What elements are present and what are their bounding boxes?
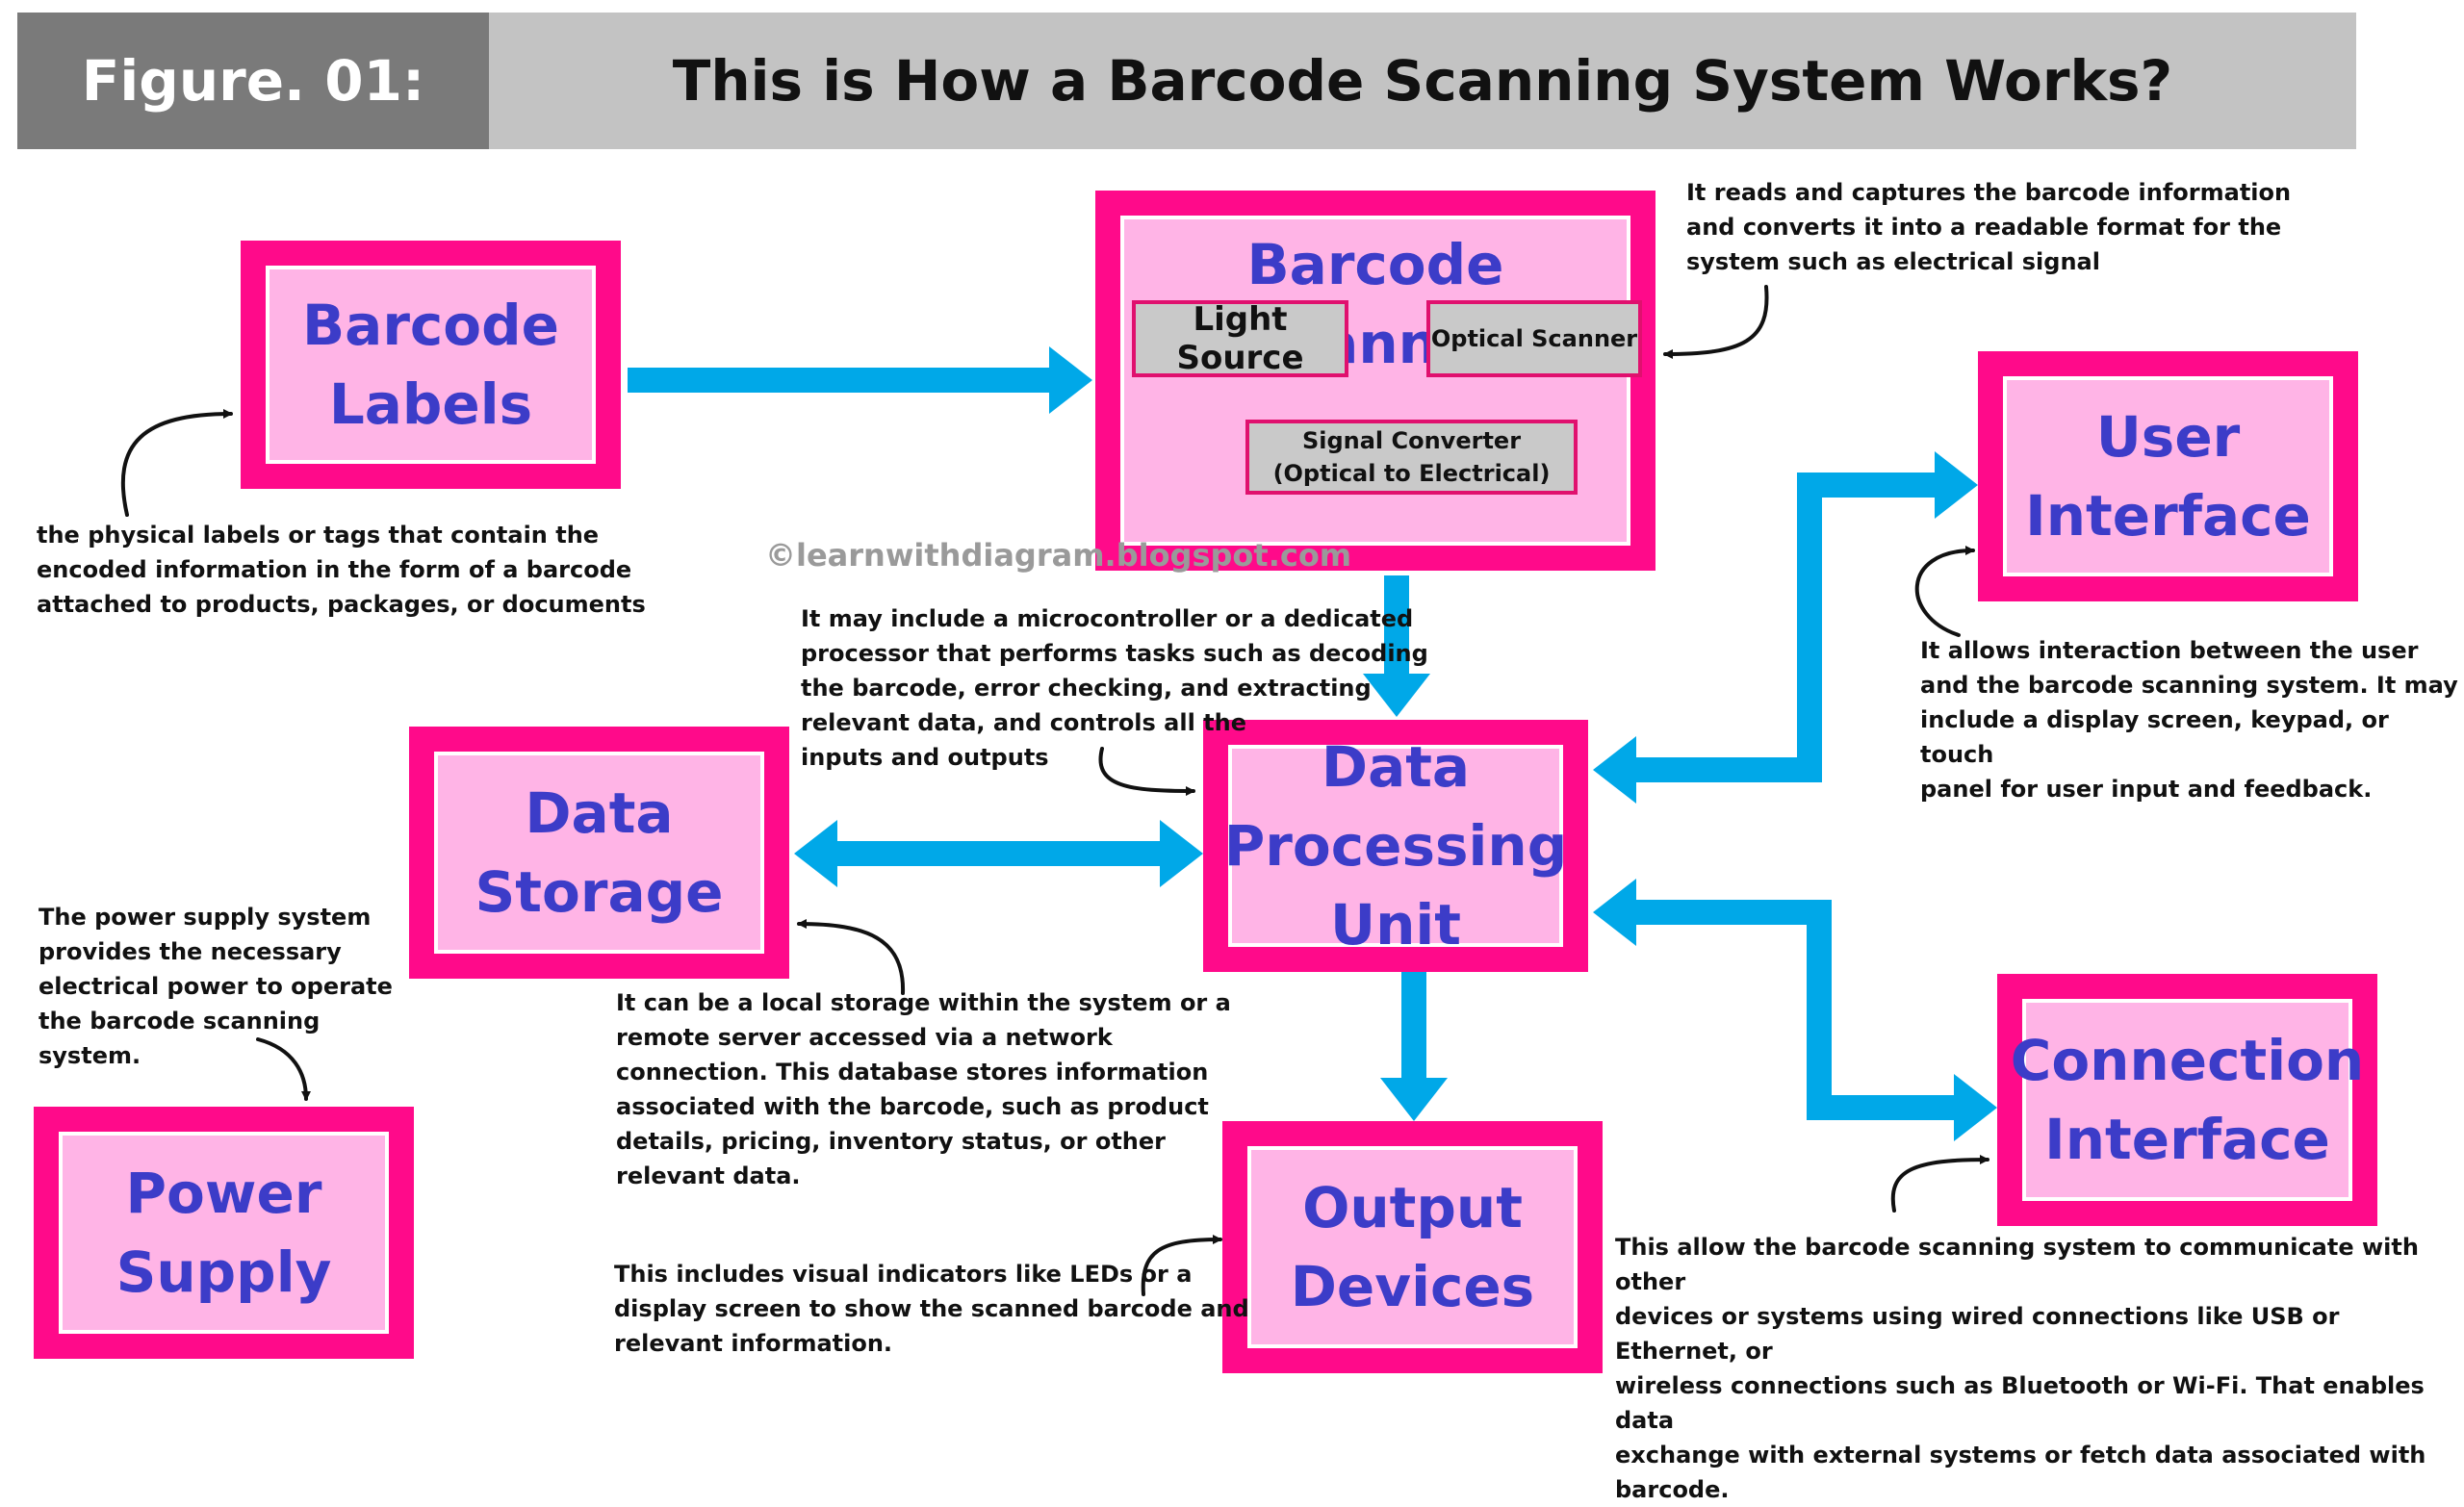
note-storage: It can be a local storage within the sys… xyxy=(616,989,1231,1189)
page-title: This is How a Barcode Scanning System Wo… xyxy=(489,13,2356,149)
output-devices-title: Output Devices xyxy=(1290,1175,1535,1319)
signal-converter-part: Signal Converter (Optical to Electrical) xyxy=(1245,420,1578,495)
light-source-part: Light Source xyxy=(1132,300,1348,377)
data-storage-block: Data Storage xyxy=(409,727,789,979)
callout-arrow-labels xyxy=(120,409,233,517)
power-supply-panel: Power Supply xyxy=(59,1132,389,1334)
callout-arrow-user-interface xyxy=(1914,546,1975,637)
user-interface-title: User Interface xyxy=(2025,404,2311,549)
optical-scanner-part: Optical Scanner xyxy=(1426,300,1642,377)
output-devices-block: Output Devices xyxy=(1222,1121,1603,1373)
barcode-labels-title: Barcode Labels xyxy=(301,293,560,437)
callout-arrow-storage xyxy=(797,919,906,995)
connection-interface-title: Connection Interface xyxy=(2010,1028,2365,1172)
connection-interface-block: Connection Interface xyxy=(1997,974,2377,1226)
connector-layer xyxy=(120,285,1997,1296)
barcode-labels-panel: Barcode Labels xyxy=(266,266,596,464)
note-connection: This allow the barcode scanning system t… xyxy=(1615,1234,2426,1503)
user-interface-block: User Interface xyxy=(1978,351,2358,601)
barcode-labels-block: Barcode Labels xyxy=(241,241,621,489)
data-storage-panel: Data Storage xyxy=(434,752,764,954)
power-supply-title: Power Supply xyxy=(116,1161,332,1305)
note-user-interface: It allows interaction between the user a… xyxy=(1920,637,2458,803)
arrow-processing-user-interface xyxy=(1593,451,1978,804)
diagram-stage: Figure. 01: This is How a Barcode Scanni… xyxy=(17,13,2458,1503)
arrow-scanner-to-processing xyxy=(1363,575,1430,717)
arrow-storage-processing xyxy=(794,820,1203,887)
user-interface-panel: User Interface xyxy=(2003,376,2333,576)
connection-interface-panel: Connection Interface xyxy=(2011,999,2364,1201)
note-scanner: It reads and captures the barcode inform… xyxy=(1686,179,2292,275)
barcode-scanner-panel: Barcode Scanner xyxy=(1120,216,1630,546)
arrow-processing-to-output xyxy=(1380,972,1448,1121)
callout-arrow-processing xyxy=(1098,747,1195,796)
note-labels: the physical labels or tags that contain… xyxy=(37,522,646,618)
figure-label: Figure. 01: xyxy=(17,13,489,149)
callout-arrow-power xyxy=(256,1037,311,1101)
note-processing: It may include a microcontroller or a de… xyxy=(801,605,1428,771)
callout-arrow-output xyxy=(1141,1235,1222,1296)
note-power: The power supply system provides the nec… xyxy=(38,904,393,1069)
callout-arrow-connection xyxy=(1890,1155,1989,1213)
output-devices-panel: Output Devices xyxy=(1247,1146,1578,1348)
arrow-processing-connection-interface xyxy=(1593,879,1997,1141)
callout-arrow-scanner xyxy=(1663,285,1769,359)
arrow-labels-to-scanner xyxy=(628,346,1092,414)
data-processing-title: Data Processing Unit xyxy=(1223,734,1568,958)
data-processing-block: Data Processing Unit xyxy=(1203,720,1588,972)
barcode-scanner-block: Barcode Scanner Light Source Optical Sca… xyxy=(1095,191,1656,571)
data-storage-title: Data Storage xyxy=(475,780,724,925)
note-output: This includes visual indicators like LED… xyxy=(614,1261,1249,1357)
watermark: ©learnwithdiagram.blogspot.com xyxy=(765,537,1352,574)
power-supply-block: Power Supply xyxy=(34,1107,414,1359)
data-processing-panel: Data Processing Unit xyxy=(1224,734,1567,958)
